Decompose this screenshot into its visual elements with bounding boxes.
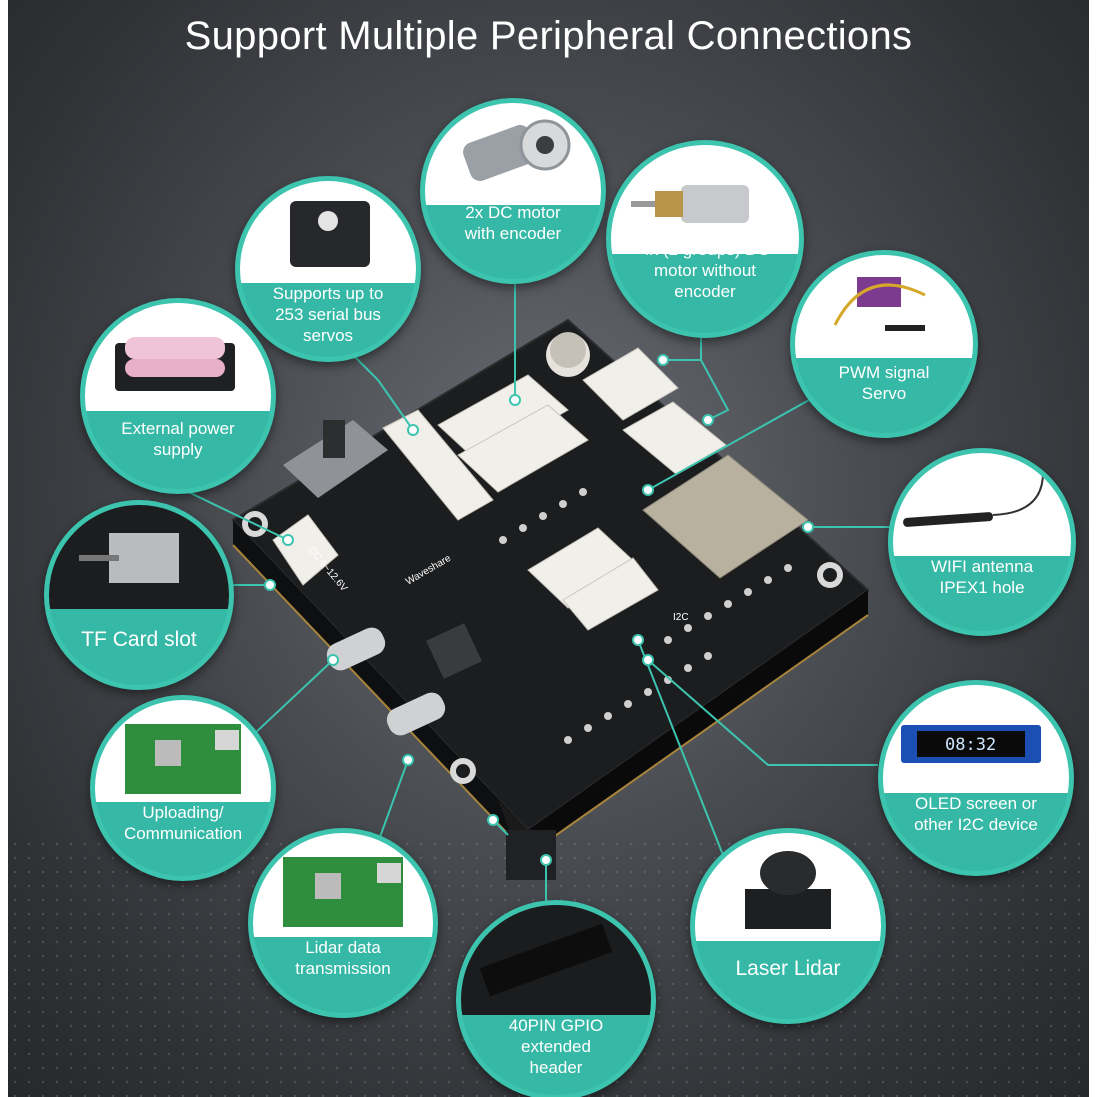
callout-wifi-antenna: WIFI antenna IPEX1 hole (888, 448, 1076, 636)
tf-card-icon (49, 505, 229, 610)
callout-label: OLED screen or other I2C device (914, 793, 1038, 834)
callout-label: Laser Lidar (735, 956, 841, 980)
callout-pwm-servo: PWM signal Servo (790, 250, 978, 438)
callout-lidar-data: Lidar data transmission (248, 828, 438, 1018)
callout-external-power: External power supply (80, 298, 276, 494)
serial-servo-icon (240, 181, 416, 284)
laser-lidar-icon (695, 833, 881, 941)
connector-dots (264, 354, 814, 866)
callout-oled: 08:32 OLED screen or other I2C device (878, 680, 1074, 876)
callout-label: 2x DC motor with encoder (464, 202, 562, 243)
callout-tf-card: TF Card slot (44, 500, 234, 690)
infographic-canvas: Support Multiple Peripheral Connections (8, 0, 1089, 1097)
callout-gpio-header: 40PIN GPIO extended header (456, 900, 656, 1097)
pwm-servo-icon (795, 255, 973, 359)
raspberry-pi-icon (95, 700, 271, 803)
callout-uploading: Uploading/ Communication (90, 695, 276, 881)
callout-label: 40PIN GPIO extended header (508, 1016, 604, 1078)
callout-dc-motor-no-encoder: 4x (2 groups) DC motor without encoder (606, 140, 804, 338)
oled-time: 08:32 (945, 735, 997, 755)
callout-label: Uploading/ Communication (123, 803, 243, 844)
page-title: Support Multiple Peripheral Connections (184, 14, 913, 58)
callout-label: PWM signal Servo (838, 362, 930, 403)
dc-motor-encoder-icon (425, 103, 601, 206)
callout-dc-motor-encoder: 2x DC motor with encoder (420, 98, 606, 284)
callout-label: External power supply (121, 419, 235, 460)
board-illustration: Waveshare DC 6~12.6V I2C (152, 260, 890, 905)
callout-label: Lidar data transmission (295, 938, 391, 979)
callout-label: 4x (2 groups) DC motor without encoder (640, 240, 770, 301)
callout-label: WIFI antenna IPEX1 hole (930, 557, 1034, 598)
callout-label: TF Card slot (81, 628, 197, 652)
dc-motor-icon (611, 145, 799, 255)
gpio-header-icon (461, 905, 651, 1016)
raspberry-pi-icon (253, 833, 433, 938)
oled-screen-icon: 08:32 (883, 685, 1069, 793)
i2c-text: I2C (673, 612, 689, 623)
callout-laser-lidar: Laser Lidar (690, 828, 886, 1024)
battery-pack-icon (85, 303, 271, 411)
esp32-module (642, 454, 809, 579)
callout-label: Supports up to 253 serial bus servos (272, 284, 384, 346)
antenna-icon (893, 453, 1071, 557)
expansion-board (231, 318, 870, 880)
